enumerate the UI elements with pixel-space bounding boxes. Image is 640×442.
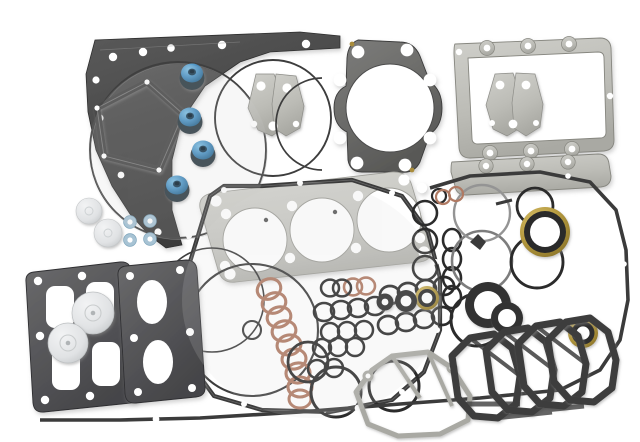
blue-washer [123, 233, 137, 247]
black-oil-seal [491, 302, 523, 334]
part-derby-cover-gasket [89, 61, 268, 240]
part-plastic-cam-plugs [47, 291, 115, 364]
black-oil-seal [376, 293, 394, 311]
plastic-cam-plug [71, 291, 115, 335]
part-pushrod-cover-ring [214, 59, 332, 177]
part-black-oil-seals [376, 282, 523, 334]
part-blue-washers [123, 214, 157, 247]
part-cylinder-head-gasket-front [333, 39, 443, 173]
part-head-gasket-edge-arc [275, 77, 323, 171]
valve-stem-seal [177, 107, 203, 134]
part-lifter-base-gaskets-stack [448, 314, 620, 422]
part-rocker-box-plate-right [117, 259, 206, 404]
part-black-orings-large [286, 183, 565, 419]
part-gold-oil-seals [415, 207, 598, 348]
part-transmission-cover-gasket [40, 170, 630, 423]
valve-stem-seal [179, 63, 205, 90]
blue-washer [123, 215, 137, 229]
black-oil-seal [395, 290, 417, 312]
part-rocker-cover-gasket-second [450, 153, 612, 196]
part-copper-orings [255, 276, 377, 410]
plastic-cam-plug [47, 322, 89, 364]
valve-stem-seal [190, 140, 216, 167]
part-rocker-inner-gaskets [485, 72, 544, 137]
gold-oil-seal [415, 286, 439, 310]
part-transmission-cover-boss [470, 234, 486, 250]
lifter-base-gasket [544, 314, 620, 406]
part-valve-stem-seals [164, 63, 216, 202]
lifter-base-gasket [514, 318, 590, 410]
blue-washer [143, 214, 157, 228]
plastic-washer [93, 218, 123, 248]
part-plastic-washers [75, 197, 123, 248]
lifter-base-gasket [448, 330, 524, 422]
gold-oil-seal [520, 207, 570, 257]
valve-stem-seal [164, 175, 190, 202]
plastic-washer [75, 197, 103, 225]
contact-shadows [88, 64, 442, 418]
part-base-gaskets [199, 171, 432, 283]
blue-washer [143, 232, 157, 246]
